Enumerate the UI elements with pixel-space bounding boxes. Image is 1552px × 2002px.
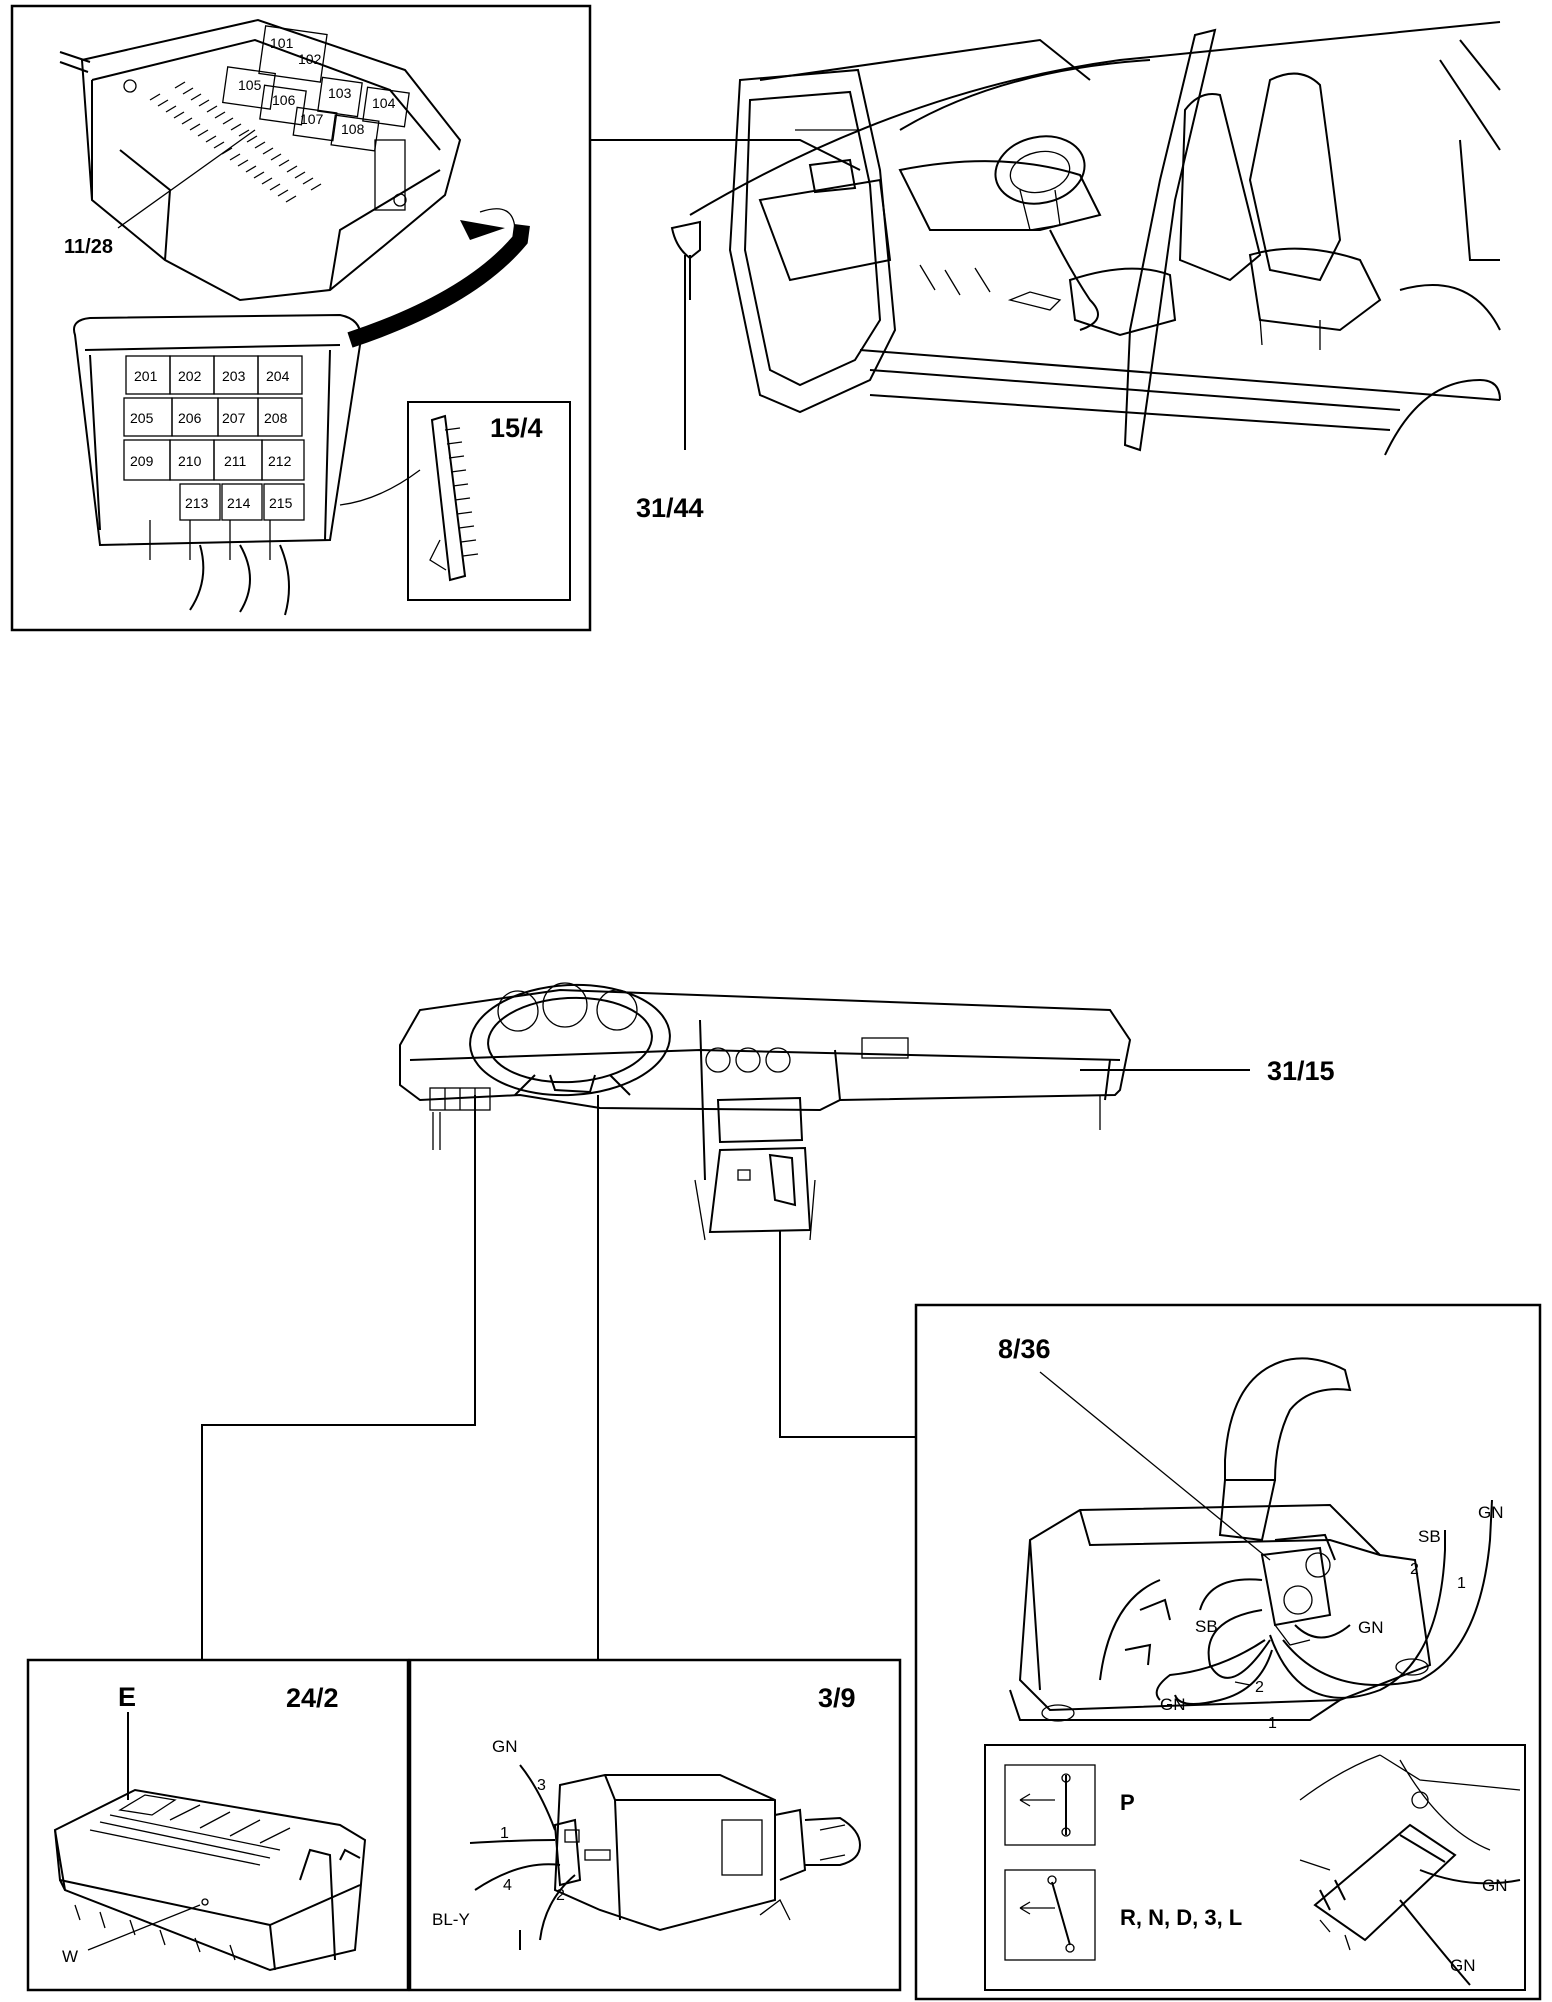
callout-w: [87, 1904, 201, 1951]
pin-4-brake: 4: [503, 1877, 512, 1894]
wire-sb-left: SB: [1195, 1617, 1218, 1636]
relay-103: 103: [328, 85, 352, 101]
label-connector-e: E: [118, 1682, 136, 1712]
label-24-2: 24/2: [286, 1683, 339, 1713]
steering-wheel: [469, 983, 671, 1097]
pin-1-right: 1: [1457, 1575, 1466, 1592]
label-position-p: P: [1120, 1790, 1135, 1815]
callout-8-36: [1039, 1371, 1271, 1561]
relay-213: 213: [185, 495, 209, 511]
relay-215: 215: [269, 495, 293, 511]
callout-11-28: [117, 129, 256, 229]
relay-105: 105: [238, 77, 262, 93]
leader-24-2: [201, 1095, 476, 1660]
wire-gn-mid: GN: [1358, 1618, 1384, 1637]
relay-207: 207: [222, 410, 246, 426]
relay-201: 201: [134, 368, 158, 384]
dashboard-illustration: 31/15: [399, 982, 1335, 1241]
wire-gn-top: GN: [1478, 1503, 1504, 1522]
relay-104: 104: [372, 95, 396, 111]
relay-107: 107: [300, 111, 324, 127]
switch-detail: GN GN: [1299, 1754, 1521, 1986]
label-31-44: 31/44: [636, 493, 704, 523]
wire-bl-y-brake: BL-Y: [432, 1910, 470, 1929]
wire-gn-bottom: GN: [1160, 1695, 1186, 1714]
wire-sb-right: SB: [1418, 1527, 1441, 1546]
wire-gn-brake: GN: [492, 1737, 518, 1756]
gear-selector-panel: 8/36 GN SB SB GN GN 2 1 2 1: [914, 1303, 1542, 2001]
front-door: [728, 68, 897, 414]
pin-2-right: 2: [1410, 1561, 1419, 1578]
relay-205: 205: [130, 410, 154, 426]
leader-31-44: [590, 139, 861, 171]
relay-106: 106: [272, 92, 296, 108]
label-position-rnd3l: R, N, D, 3, L: [1120, 1905, 1242, 1930]
central-module-panel: 24/2 E W: [26, 1658, 410, 1992]
label-housing-w: W: [62, 1947, 78, 1966]
wire-detail-gn-1: GN: [1482, 1876, 1508, 1895]
flip-arrow: [347, 223, 530, 348]
label-8-36: 8/36: [998, 1334, 1051, 1364]
pin-1-bottom: 1: [1268, 1715, 1277, 1732]
leader-8-36: [779, 1230, 916, 1438]
label-31-15: 31/15: [1267, 1056, 1335, 1086]
car-interior-illustration: 31/44: [636, 21, 1501, 523]
relay-208: 208: [264, 410, 288, 426]
relay-210: 210: [178, 453, 202, 469]
relay-box-lower: 201 202 203 204 205 206 207 208 209 210 …: [73, 313, 362, 616]
label-3-9: 3/9: [818, 1683, 856, 1713]
label-11-28: 11/28: [64, 236, 113, 258]
fuse-box-upper: 101 102 105 106 103 107 104 108 11/28: [59, 18, 462, 302]
relay-202: 202: [178, 368, 202, 384]
relay-212: 212: [268, 453, 292, 469]
wire-detail-gn-2: GN: [1450, 1956, 1476, 1975]
rear-door: [1123, 28, 1217, 452]
relay-209: 209: [130, 453, 154, 469]
switch-position-park: P: [1004, 1764, 1135, 1846]
flip-arrow-head: [460, 220, 505, 240]
pin-2-brake: 2: [556, 1887, 565, 1904]
relay-211: 211: [224, 453, 247, 469]
relay-108: 108: [341, 121, 365, 137]
pin-1-brake: 1: [500, 1825, 509, 1842]
switch-position-drive: R, N, D, 3, L: [1004, 1869, 1242, 1961]
relay-204: 204: [266, 368, 290, 384]
relay-102: 102: [298, 51, 322, 67]
relay-214: 214: [227, 495, 251, 511]
brake-switch-panel: 3/9 GN BL-Y 3 1 4 2: [408, 1658, 902, 1992]
relay-203: 203: [222, 368, 246, 384]
fuse-box-panel: 101 102 105 106 103 107 104 108 11/28: [10, 4, 592, 632]
fuse-row: [149, 81, 322, 203]
connector-15-4-inset: 15/4: [339, 401, 571, 601]
pin-3-brake: 3: [537, 1777, 546, 1794]
pin-2-bottom: 2: [1255, 1679, 1264, 1696]
label-15-4: 15/4: [490, 413, 543, 443]
relay-101: 101: [270, 35, 294, 51]
relay-206: 206: [178, 410, 202, 426]
